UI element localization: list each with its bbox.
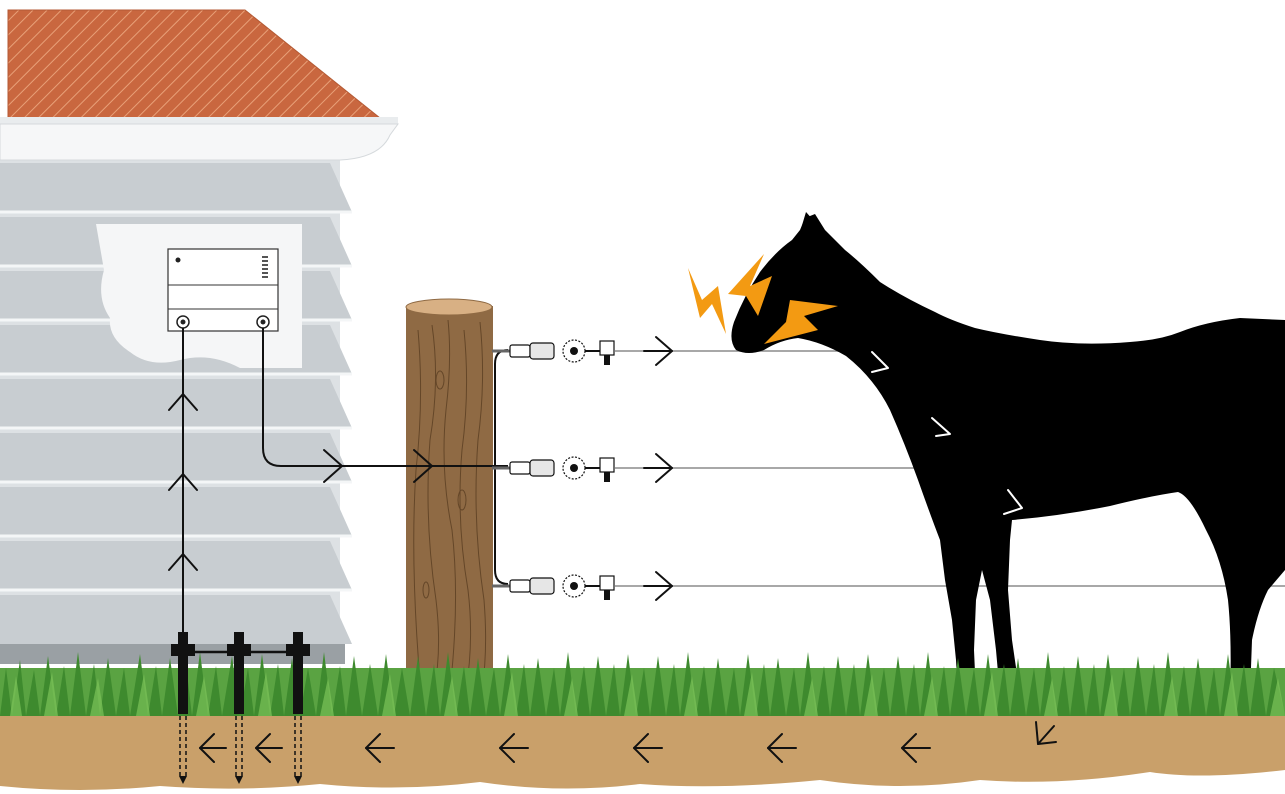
- ground-rod-2: [227, 632, 251, 784]
- insulators: [492, 339, 615, 600]
- fence-post: [405, 298, 493, 696]
- ground-system: [171, 632, 310, 784]
- flow-arrow-left: [365, 733, 395, 763]
- flow-arrow-left: [199, 733, 227, 763]
- flow-arrow-left: [255, 733, 283, 763]
- house-roof: [7, 9, 382, 119]
- energizer-box: [167, 248, 279, 332]
- flow-arrow-right: [323, 449, 343, 483]
- fence-terminal-icon: [256, 315, 270, 329]
- display-bars-icon: [262, 256, 268, 278]
- flow-arrow-right: [643, 571, 673, 601]
- current-flow-arrows: [168, 336, 1057, 763]
- shock-spark-icon: [688, 254, 838, 344]
- house: [0, 9, 399, 664]
- flow-arrow-down: [871, 351, 1023, 515]
- insulator-top: [492, 339, 615, 365]
- house-gutter: [0, 117, 399, 161]
- flow-arrow-right: [643, 453, 673, 483]
- ground-rod-3: [286, 632, 310, 784]
- fence-lead-wire: [262, 328, 508, 467]
- power-indicator-icon: [175, 257, 181, 263]
- horse: [731, 212, 1285, 695]
- ground-rod-1: [171, 632, 195, 784]
- earth-terminal-icon: [176, 315, 190, 329]
- flow-arrow-up: [168, 393, 198, 411]
- insulator-middle: [492, 456, 615, 482]
- grass: [0, 652, 1285, 716]
- flow-arrow-right: [413, 449, 433, 483]
- flow-arrow-right: [643, 336, 673, 366]
- flow-arrow-left: [901, 733, 931, 763]
- flow-arrow-up: [168, 473, 198, 491]
- flow-arrow-left: [767, 733, 797, 763]
- insulator-bottom: [492, 574, 615, 600]
- flow-arrow-left: [633, 733, 663, 763]
- flow-arrow-up: [168, 553, 198, 571]
- soil: [0, 716, 1285, 790]
- flow-arrow-left: [499, 733, 529, 763]
